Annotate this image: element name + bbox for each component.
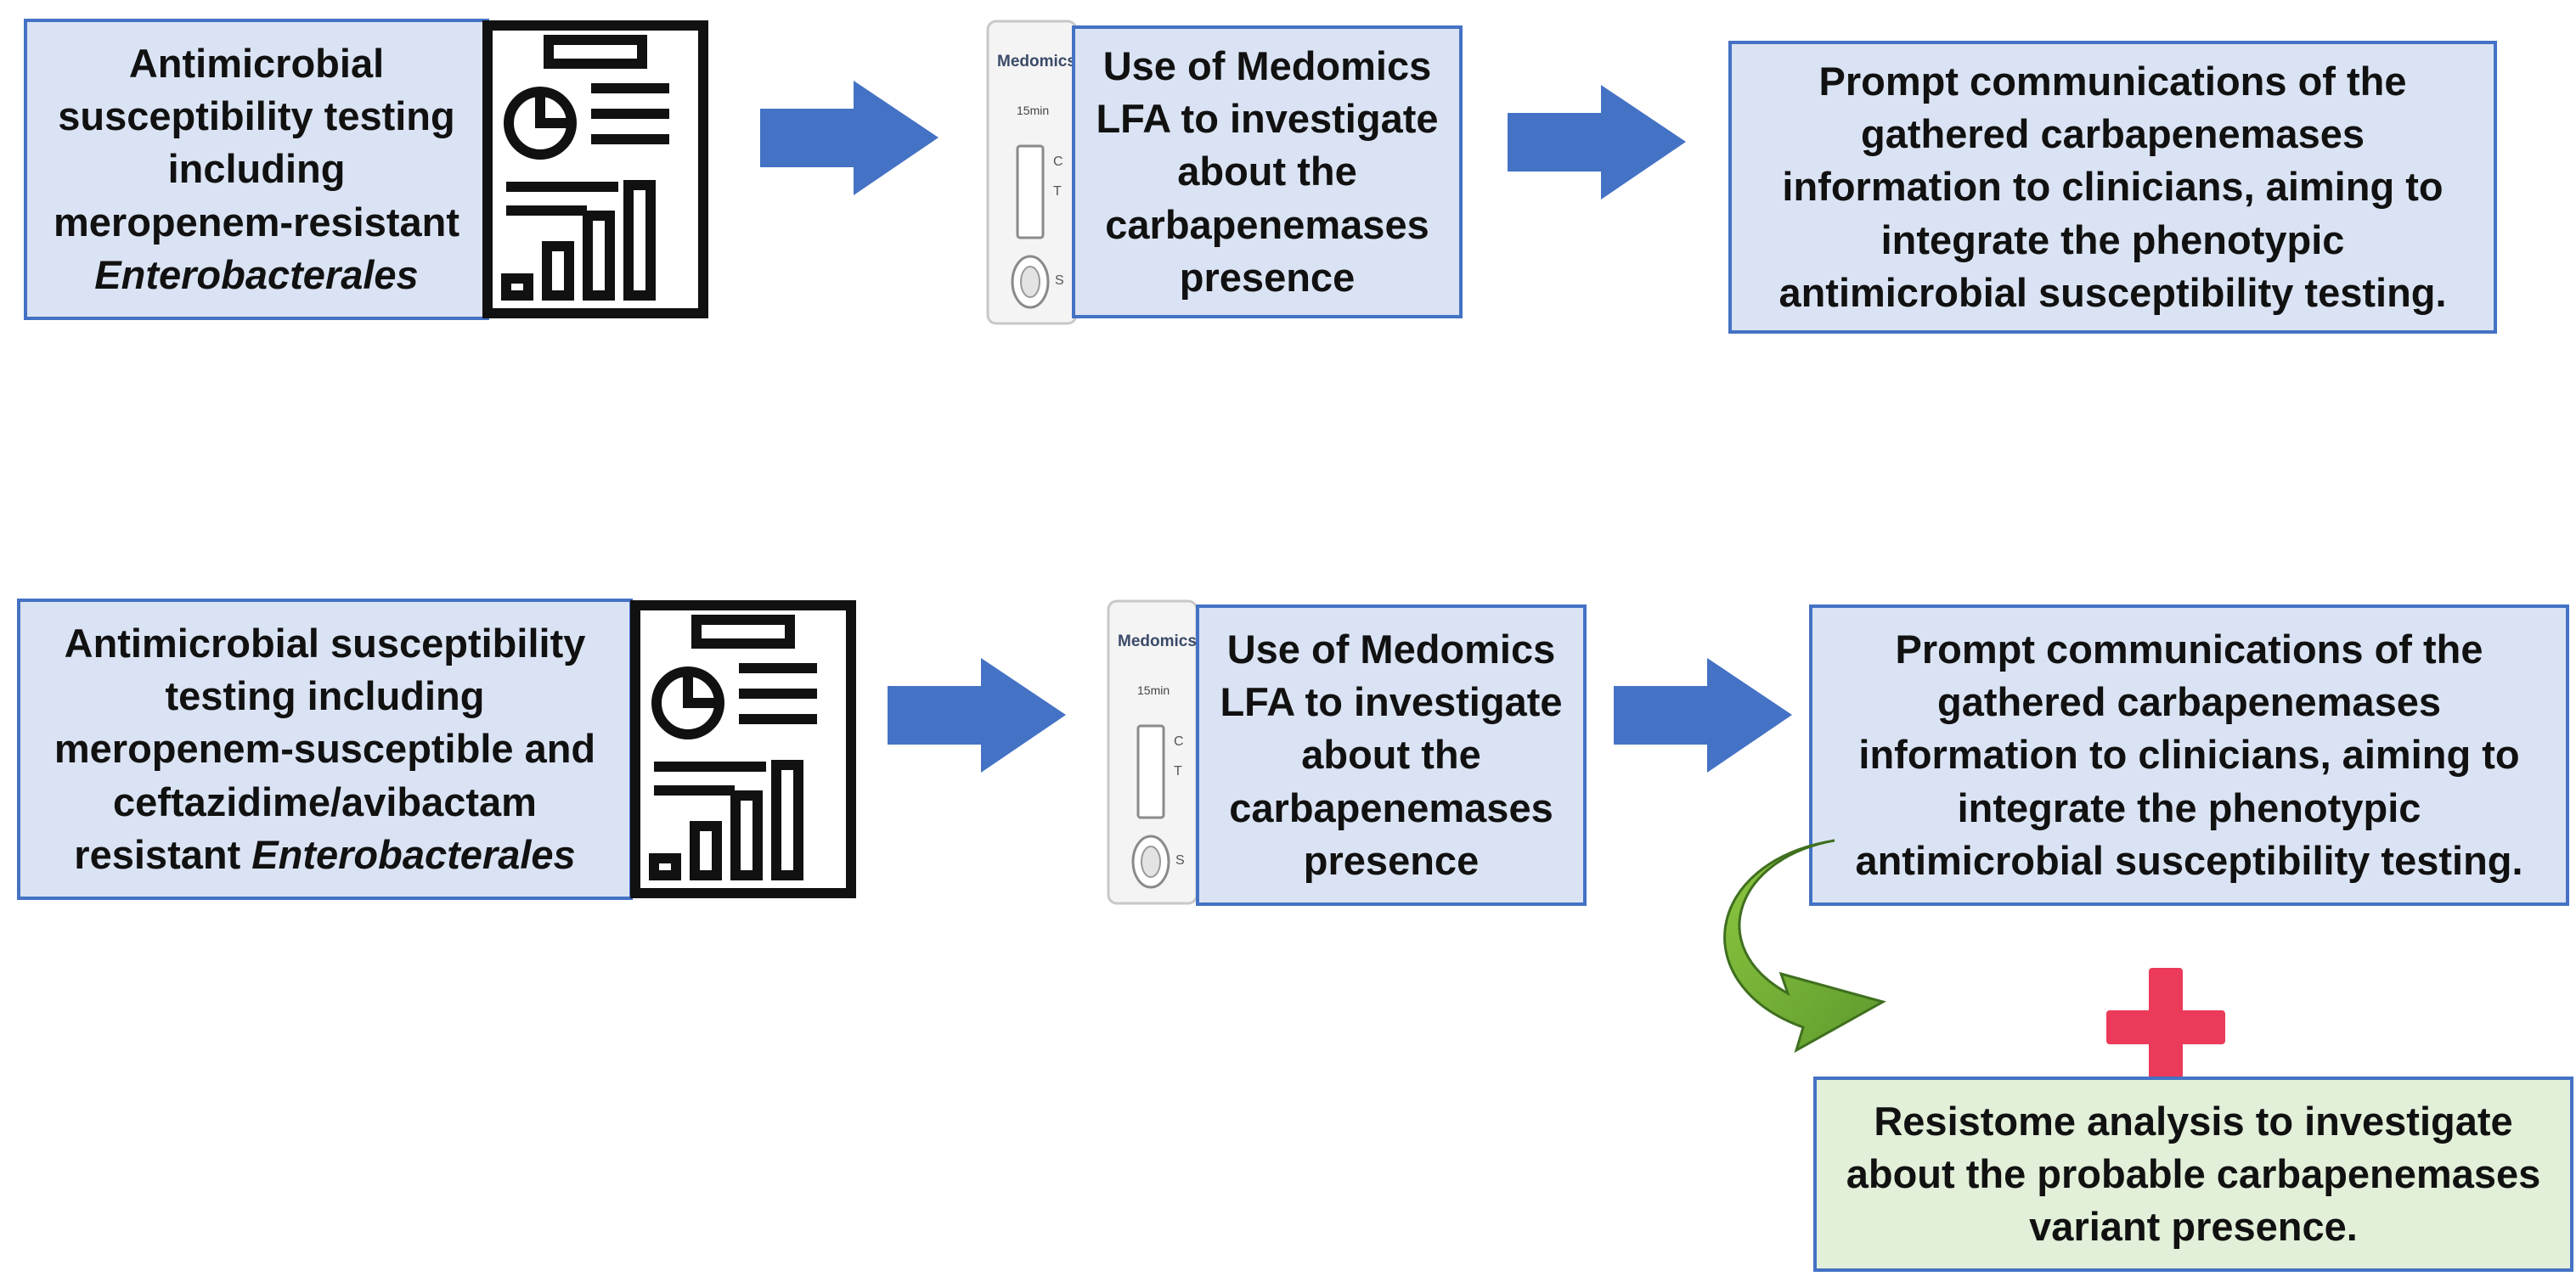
row2-lfa-line-1: Use of Medomics: [1226, 627, 1556, 672]
row1-ast-line-4: meropenem-resistant: [54, 199, 459, 245]
row1-ast-box: Antimicrobial susceptibility testing inc…: [24, 19, 489, 320]
row2-lfa-line-2: LFA to investigate: [1220, 679, 1563, 725]
row2-ast-line-2: testing including: [165, 673, 485, 719]
row1-lfa-line-3: about the: [1177, 149, 1357, 194]
lfa-test-device: Medomics 15min C T S: [1106, 599, 1199, 906]
row2-communication-box: Prompt communications of the gathered ca…: [1809, 604, 2569, 906]
lfa-test-device: Medomics 15min C T S: [985, 19, 1079, 326]
lfa-test-mark: T: [1174, 764, 1182, 779]
lfa-control-mark: C: [1053, 155, 1063, 169]
lfa-cassette-icon: [986, 20, 1078, 325]
arrow-right-icon: [760, 81, 939, 195]
report-chart-icon: [630, 600, 856, 898]
row1-communication-box: Prompt communications of the gathered ca…: [1728, 41, 2497, 334]
lfa-sample-mark: S: [1055, 273, 1064, 288]
lfa-cassette-icon: [1107, 599, 1198, 905]
lfa-time: 15min: [1137, 683, 1170, 697]
curved-arrow-icon: [1723, 839, 1886, 1054]
lfa-sample-mark: S: [1175, 853, 1185, 868]
row2-comm-line-2: gathered carbapenemases: [1936, 679, 2441, 725]
resistome-box: Resistome analysis to investigate about …: [1813, 1077, 2573, 1272]
row1-lfa-line-5: presence: [1179, 254, 1356, 300]
row1-lfa-line-1: Use of Medomics: [1102, 43, 1432, 89]
row2-comm-line-3: information to clinicians, aiming to: [1858, 732, 2520, 778]
lfa-brand: Medomics: [1118, 633, 1197, 650]
arrow-right-icon: [1508, 85, 1686, 200]
row1-ast-line-1: Antimicrobial: [128, 41, 385, 87]
row2-lfa-line-3: about the: [1301, 732, 1481, 778]
row1-comm-line-1: Prompt communications of the: [1818, 59, 2407, 104]
resistome-line-1: Resistome analysis to investigate: [1874, 1098, 2513, 1144]
row1-lfa-line-2: LFA to investigate: [1096, 96, 1439, 142]
lfa-brand: Medomics: [997, 53, 1076, 70]
arrow-right-icon: [888, 658, 1066, 773]
row2-lfa-line-4: carbapenemases: [1229, 784, 1553, 830]
lfa-control-mark: C: [1174, 734, 1184, 749]
row1-comm-line-5: antimicrobial susceptibility testing.: [1778, 269, 2447, 315]
row1-ast-line-2: susceptibility testing: [58, 93, 455, 139]
row2-comm-line-5: antimicrobial susceptibility testing.: [1855, 837, 2523, 883]
plus-icon: [2106, 968, 2225, 1087]
row1-comm-line-2: gathered carbapenemases: [1860, 111, 2365, 157]
report-chart-icon: [482, 20, 708, 318]
lfa-time: 15min: [1017, 104, 1050, 117]
row1-comm-line-4: integrate the phenotypic: [1880, 216, 2345, 262]
row1-lfa-line-4: carbapenemases: [1105, 201, 1429, 247]
row2-ast-line-3: meropenem-susceptible and: [54, 726, 596, 772]
row1-lfa-box: Use of Medomics LFA to investigate about…: [1072, 25, 1463, 318]
row2-lfa-box: Use of Medomics LFA to investigate about…: [1196, 604, 1587, 906]
resistome-line-3: variant presence.: [2029, 1204, 2358, 1250]
row1-comm-line-3: information to clinicians, aiming to: [1782, 164, 2444, 210]
lfa-test-mark: T: [1053, 184, 1062, 199]
row2-lfa-line-5: presence: [1303, 837, 1480, 883]
row2-ast-line-1: Antimicrobial susceptibility: [64, 621, 586, 666]
row2-ast-italic: Enterobacterales: [251, 831, 576, 877]
row1-ast-italic: Enterobacterales: [94, 251, 419, 297]
arrow-right-icon: [1614, 658, 1792, 773]
row2-ast-line-4: ceftazidime/avibactam: [113, 779, 537, 824]
row2-ast-box: Antimicrobial susceptibility testing inc…: [17, 599, 633, 900]
row1-ast-line-3: including: [167, 146, 346, 192]
resistome-line-2: about the probable carbapenemases: [1846, 1150, 2541, 1196]
row2-ast-prefix: resistant: [74, 831, 252, 877]
row2-comm-line-1: Prompt communications of the: [1895, 627, 2483, 672]
row2-comm-line-4: integrate the phenotypic: [1957, 784, 2421, 830]
